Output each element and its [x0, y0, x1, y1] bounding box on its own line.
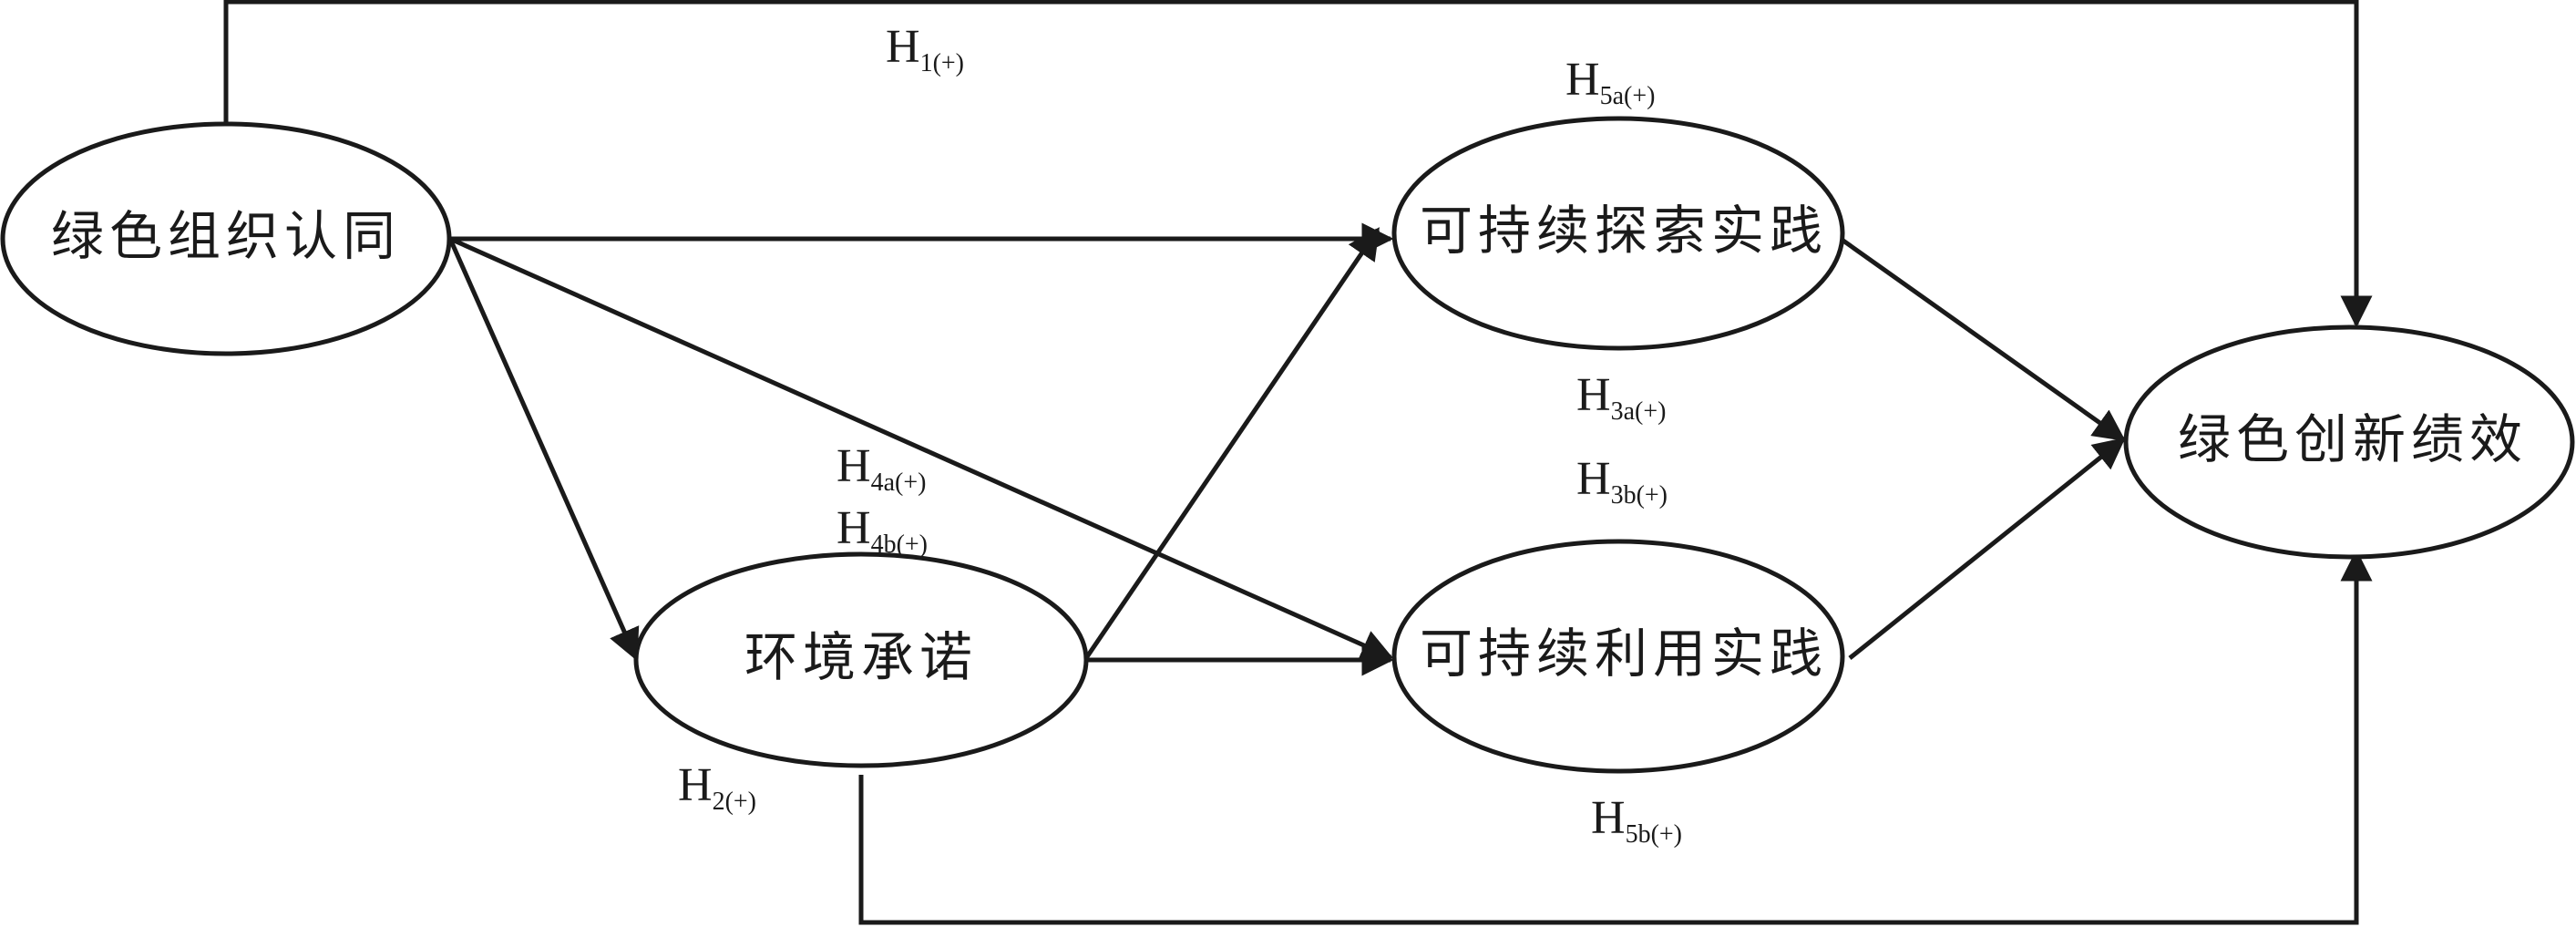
node-env-commitment: 环境承诺 [633, 551, 1089, 768]
node-green-org-identity-label: 绿色组织认同 [51, 205, 401, 267]
node-sust-exploitation-label: 可持续利用实践 [1420, 623, 1828, 685]
hyp-h2: H2(+) [678, 759, 756, 816]
hyp-h3a: H3a(+) [1576, 369, 1666, 426]
node-sust-exploration-label: 可持续探索实践 [1420, 200, 1828, 262]
edge-ec-to-sep [1083, 227, 1380, 660]
hyp-h3b: H3b(+) [1576, 453, 1668, 510]
node-env-commitment-shape [633, 551, 1089, 768]
edge-gi-to-sup [448, 236, 1394, 661]
node-green-innovation-perf: 绿色创新绩效 [2123, 324, 2575, 560]
hypothesis-labels: H1(+) H5a(+) H3a(+) H3b(+) H4a(+) H4b(+)… [678, 21, 1682, 849]
node-sust-exploitation-shape [1391, 539, 1845, 774]
hyp-h1: H1(+) [886, 21, 964, 77]
node-sust-exploration: 可持续探索实践 [1391, 116, 1845, 351]
hyp-h5a: H5a(+) [1565, 54, 1655, 110]
node-sust-exploitation: 可持续利用实践 [1391, 539, 1845, 774]
edge-sup-to-gip [1848, 437, 2126, 660]
node-green-org-identity: 绿色组织认同 [0, 121, 452, 356]
edge-h2-ec-to-gip [858, 549, 2373, 925]
edges [223, 0, 2373, 925]
node-sust-exploration-shape [1391, 116, 1845, 351]
edge-gi-to-ec [447, 237, 640, 662]
hyp-h5b: H5b(+) [1591, 792, 1682, 849]
node-green-innovation-perf-shape [2123, 324, 2575, 560]
hyp-h4b: H4b(+) [836, 502, 928, 559]
node-env-commitment-label: 环境承诺 [744, 626, 978, 688]
hyp-h4a: H4a(+) [836, 440, 926, 497]
node-green-innovation-perf-label: 绿色创新绩效 [2178, 408, 2528, 470]
edge-h1-gi-to-gip [223, 0, 2373, 328]
node-green-org-identity-shape [0, 121, 452, 356]
edge-sep-to-gip [1839, 236, 2126, 442]
